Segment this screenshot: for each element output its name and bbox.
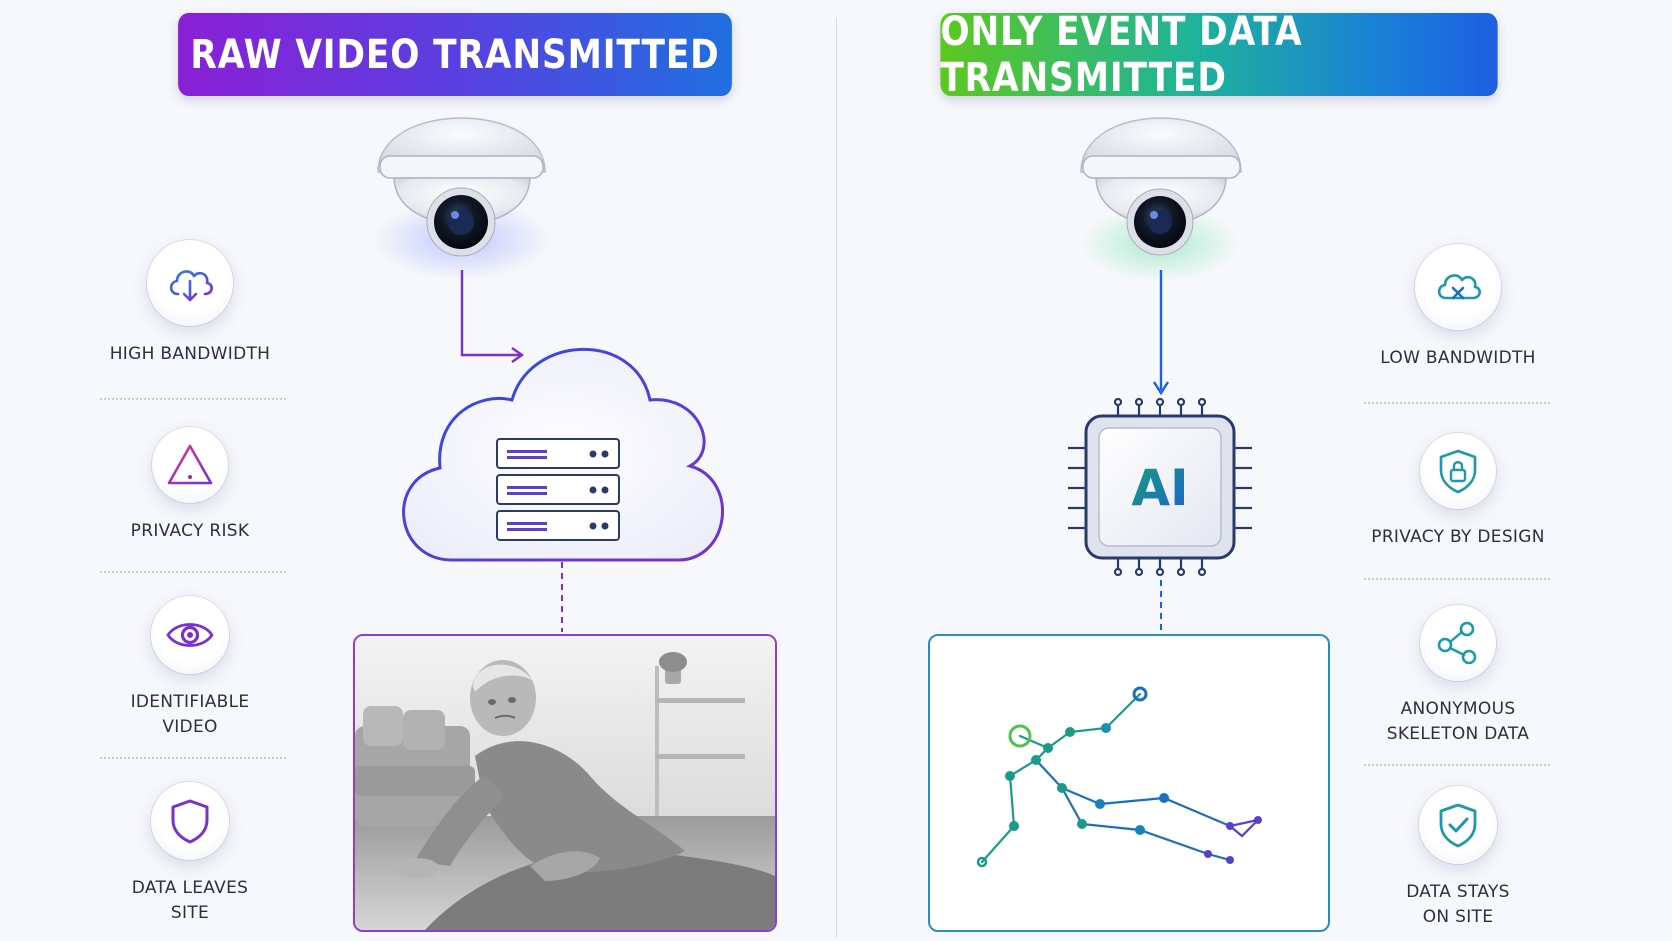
- separator: [100, 571, 286, 573]
- raw-video-banner: RAW VIDEO TRANSMITTED: [178, 13, 732, 96]
- feature-data-leaves-site: DATA LEAVES SITE: [75, 782, 305, 926]
- feature-label: HIGH BANDWIDTH: [109, 344, 271, 364]
- feature-privacy-by-design: PRIVACY BY DESIGN: [1343, 433, 1573, 550]
- feature-high-bandwidth: HIGH BANDWIDTH: [75, 240, 305, 367]
- separator: [100, 398, 286, 400]
- ai-chip-label: AI: [1131, 459, 1188, 517]
- event-data-banner: ONLY EVENT DATA TRANSMITTED: [940, 9, 1498, 101]
- skeleton-keypoints-figure: [976, 686, 1262, 868]
- right-camera-icon: [1080, 117, 1242, 282]
- shield-icon: [151, 782, 229, 860]
- cloud-download-icon: [147, 240, 233, 326]
- feature-label: ANONYMOUS SKELETON DATA: [1386, 699, 1530, 744]
- center-divider: [836, 18, 837, 938]
- eye-icon: [151, 596, 229, 674]
- shield-lock-icon: [1420, 433, 1496, 509]
- feature-data-stays-on-site: DATA STAYS ON SITE: [1343, 786, 1573, 930]
- feature-label: LOW BANDWIDTH: [1380, 348, 1536, 368]
- cloud-x-icon: [1415, 244, 1501, 330]
- nodes-share-icon: [1420, 605, 1496, 681]
- left-camera-icon: [372, 117, 552, 280]
- shield-check-icon: [1419, 786, 1497, 864]
- warning-triangle-icon: [152, 427, 228, 503]
- feature-privacy-risk: PRIVACY RISK: [75, 427, 305, 544]
- cloud-server-icon: [402, 347, 724, 562]
- separator: [1364, 402, 1550, 404]
- event-data-title: ONLY EVENT DATA TRANSMITTED: [940, 8, 1303, 101]
- feature-label: PRIVACY RISK: [130, 521, 250, 541]
- feature-label: DATA LEAVES SITE: [131, 878, 249, 923]
- fallen-person-photo: [355, 636, 775, 930]
- feature-low-bandwidth: LOW BANDWIDTH: [1343, 244, 1573, 371]
- separator: [1364, 764, 1550, 766]
- raw-video-frame: [353, 634, 777, 932]
- separator: [100, 757, 286, 759]
- feature-anonymous-skeleton-data: ANONYMOUS SKELETON DATA: [1343, 605, 1573, 747]
- ai-chip-icon: AI: [1068, 397, 1252, 577]
- skeleton-data-frame: [928, 634, 1330, 932]
- feature-label: DATA STAYS ON SITE: [1406, 882, 1510, 927]
- separator: [1364, 578, 1550, 580]
- feature-label: IDENTIFIABLE VIDEO: [130, 692, 250, 737]
- feature-identifiable-video: IDENTIFIABLE VIDEO: [75, 596, 305, 740]
- feature-label: PRIVACY BY DESIGN: [1371, 527, 1545, 547]
- raw-video-title: RAW VIDEO TRANSMITTED: [190, 31, 720, 78]
